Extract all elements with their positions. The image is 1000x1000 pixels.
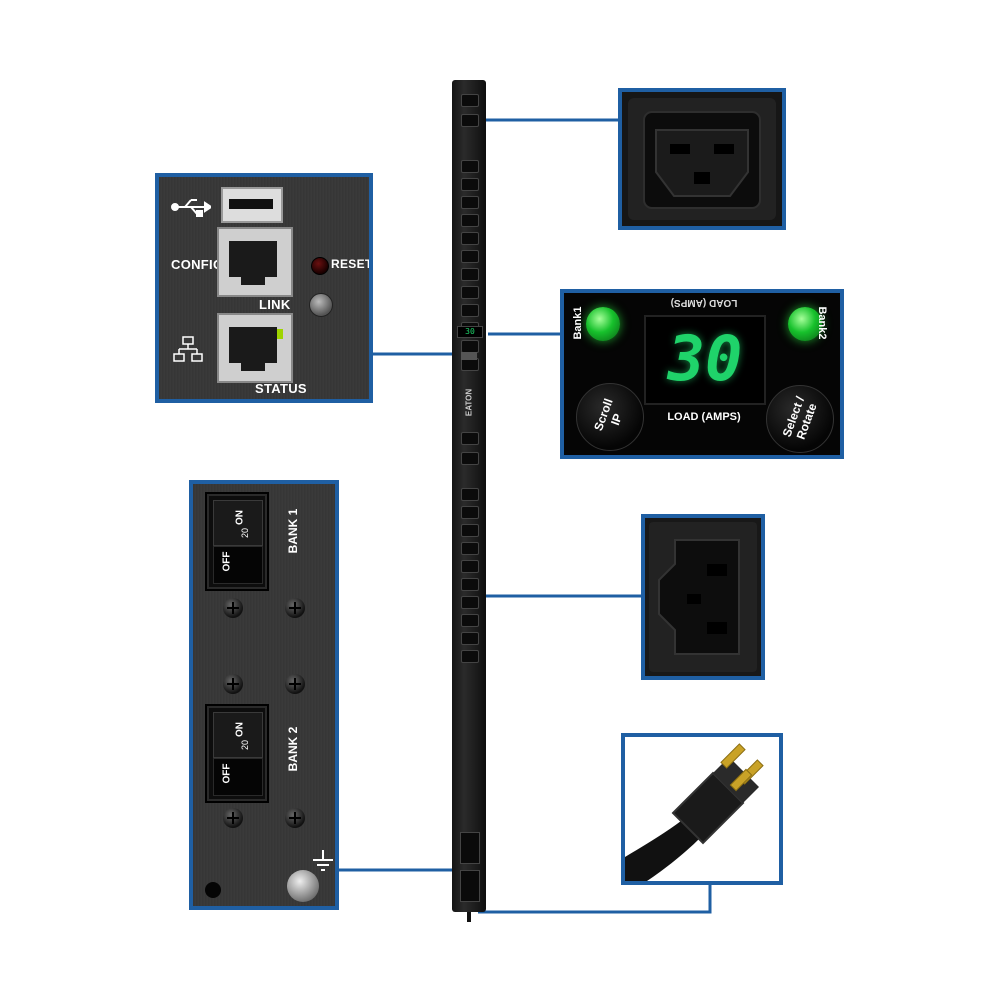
load-label: LOAD (AMPS): [667, 411, 741, 423]
network-port[interactable]: [217, 313, 293, 383]
display-panel: Bank1 Bank2 LOAD (AMPS) 30 LOAD (AMPS) S…: [560, 289, 844, 459]
power-plug-panel: [621, 733, 783, 885]
c13-outlet-panel: [641, 514, 765, 680]
pdu-cord: [467, 912, 471, 922]
connector-plug: [478, 885, 712, 914]
pdu-outlet: [461, 94, 479, 107]
ground-screw: [287, 870, 319, 902]
pdu-brand-label: EATON: [464, 388, 474, 417]
bank2-breaker-switch[interactable]: ON 20 OFF: [205, 704, 269, 803]
link-label: LINK: [259, 297, 291, 312]
pdu-input-block: [460, 870, 480, 902]
c19-outlet-icon: [628, 98, 776, 220]
bank2-breaker-label: BANK 2: [286, 726, 300, 772]
network-icon: [173, 336, 203, 362]
pdu-outlet: [461, 432, 479, 445]
load-top-label: LOAD (AMPS): [670, 297, 738, 308]
pdu-port: [461, 352, 477, 360]
link-led: [309, 293, 333, 317]
usb-icon: [171, 199, 211, 217]
config-label: CONFIG: [171, 257, 224, 272]
bank2-led: [788, 307, 822, 341]
screw: [223, 674, 243, 694]
pdu-mini-display: 30: [457, 326, 483, 338]
config-port[interactable]: [217, 227, 293, 297]
screw: [285, 808, 305, 828]
c19-outlet-panel: [618, 88, 786, 230]
c13-outlet-icon: [649, 522, 757, 672]
bank1-breaker-switch[interactable]: ON 20 OFF: [205, 492, 269, 591]
ground-icon: [313, 850, 333, 871]
pdu-outlet: [461, 114, 479, 127]
bank2-label: Bank2: [816, 306, 828, 340]
network-panel: CONFIG RESET LINK STATUS: [155, 173, 373, 403]
mounting-hole: [205, 882, 221, 898]
breaker-panel: ON 20 OFF BANK 1 ON 20 OFF BANK 2: [189, 480, 339, 910]
bank1-led: [586, 307, 620, 341]
select-rotate-button[interactable]: Select / Rotate: [766, 385, 834, 453]
screw: [223, 598, 243, 618]
screw: [285, 674, 305, 694]
status-label: STATUS: [255, 381, 307, 396]
bank1-label: Bank1: [572, 306, 584, 340]
pdu-strip: 30 EATON: [452, 80, 486, 912]
load-display: 30: [644, 315, 766, 405]
usb-port[interactable]: [221, 187, 283, 223]
power-plug-image: [625, 743, 764, 881]
reset-label: RESET: [331, 257, 373, 271]
scroll-ip-button[interactable]: Scroll IP: [576, 383, 644, 451]
reset-button[interactable]: [311, 257, 329, 275]
screw: [223, 808, 243, 828]
bank1-breaker-label: BANK 1: [286, 508, 300, 554]
load-value: 30: [667, 322, 743, 395]
pdu-outlet: [461, 452, 479, 465]
screw: [285, 598, 305, 618]
pdu-input-block: [460, 832, 480, 864]
